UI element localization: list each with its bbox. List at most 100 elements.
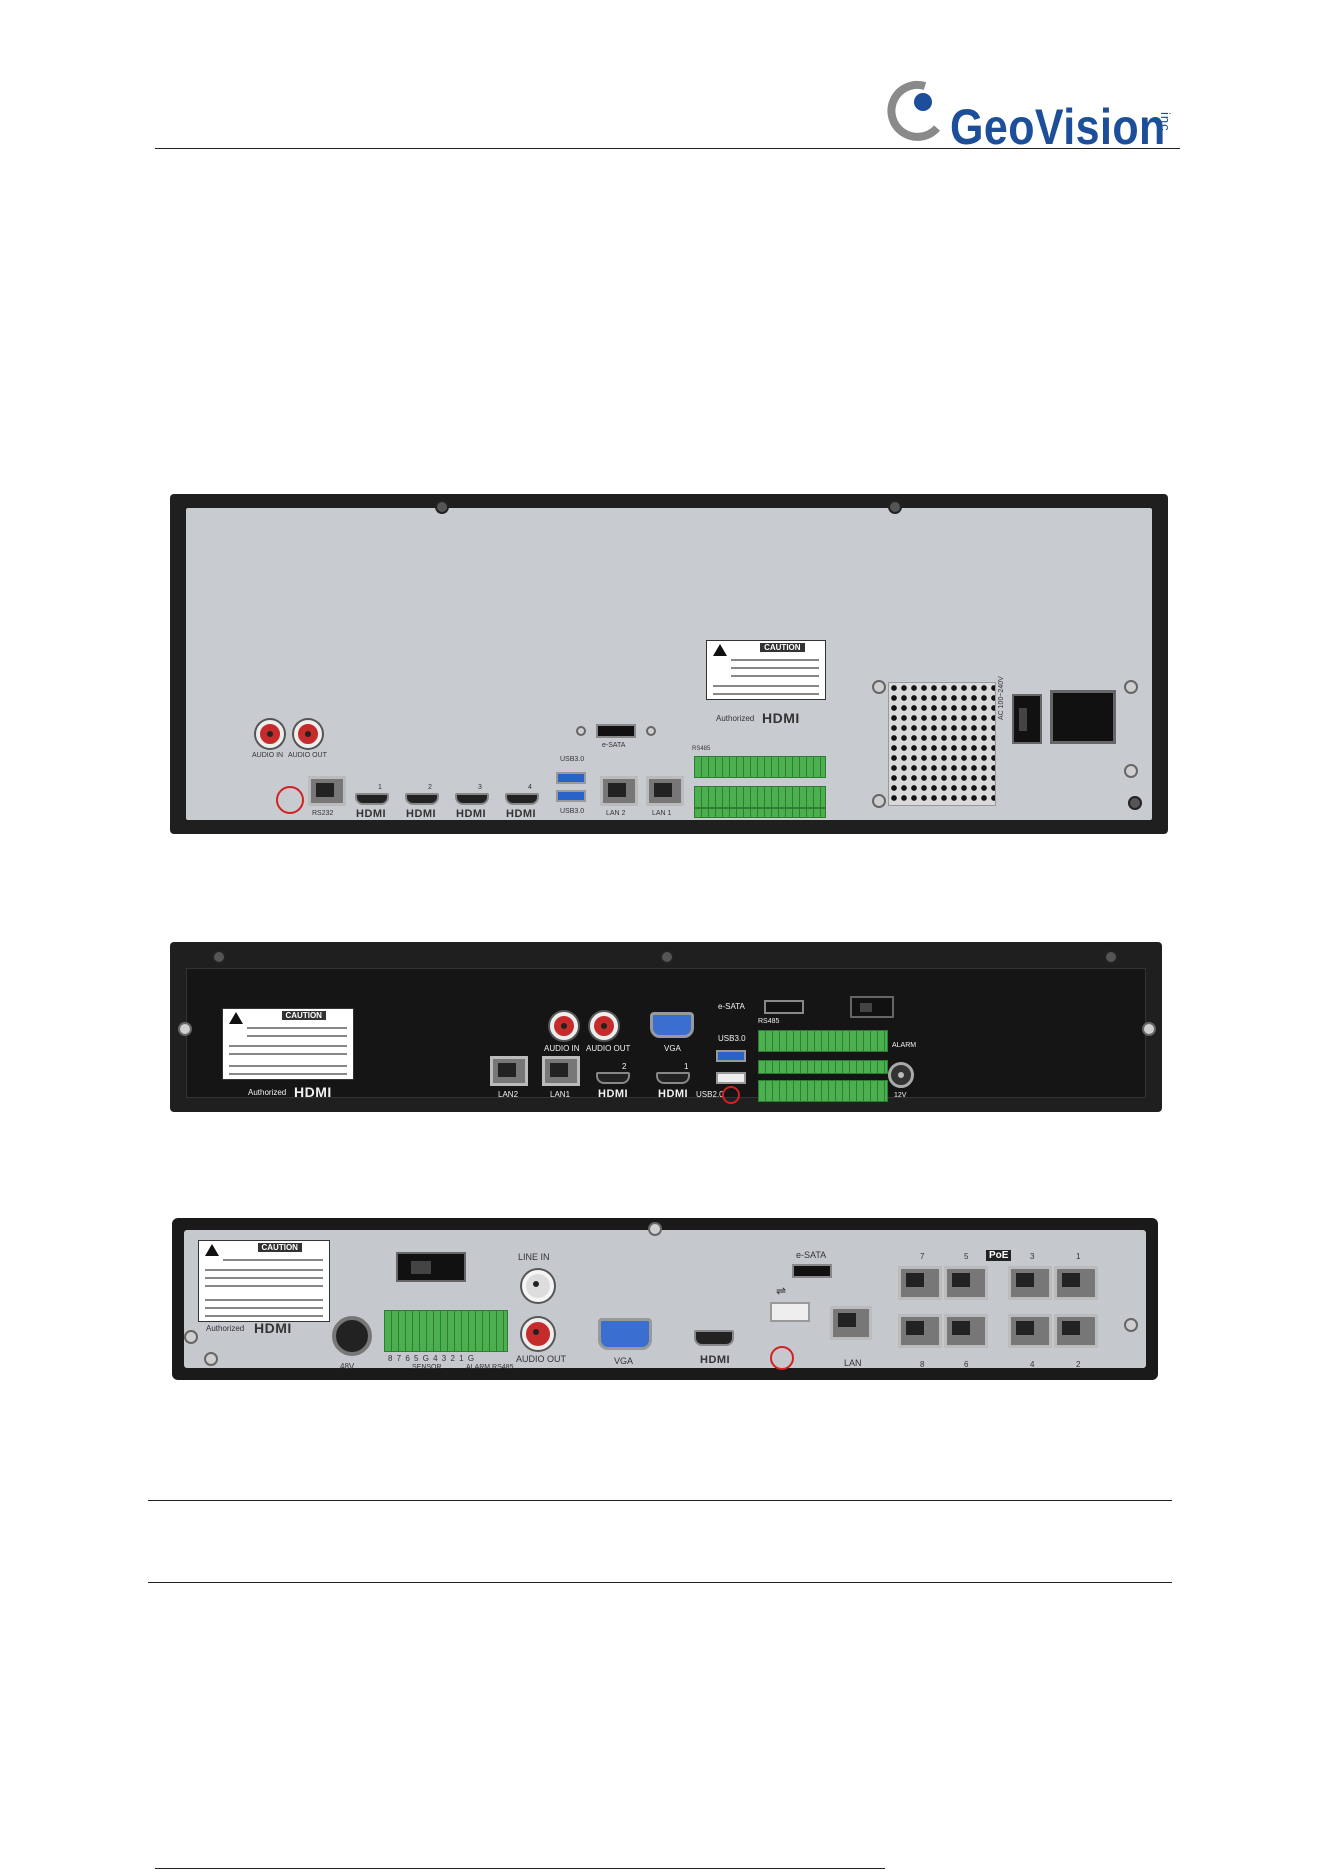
lan2-port[interactable] bbox=[490, 1056, 528, 1086]
poe-port-number: 7 bbox=[920, 1252, 925, 1261]
audio-out-label: AUDIO OUT bbox=[288, 752, 327, 759]
screw bbox=[872, 680, 886, 694]
screw bbox=[660, 950, 674, 964]
usb2-label: USB2.0 bbox=[696, 1090, 724, 1099]
caution-text-line bbox=[229, 1053, 347, 1055]
hdmi-label: HDMI bbox=[356, 808, 387, 820]
fan-vent bbox=[888, 682, 996, 806]
hdmi-port-4[interactable] bbox=[505, 793, 539, 805]
lan-port[interactable] bbox=[830, 1306, 872, 1340]
poe-port[interactable] bbox=[898, 1314, 942, 1348]
screw bbox=[1124, 764, 1138, 778]
screw bbox=[648, 1222, 662, 1236]
sensor-pins: 8 7 6 5 G 4 3 2 1 G bbox=[388, 1354, 476, 1363]
hdmi-port-number: 3 bbox=[478, 784, 482, 791]
terminal-block[interactable] bbox=[384, 1310, 508, 1352]
rs232-port[interactable] bbox=[308, 776, 346, 806]
audio-in-port[interactable] bbox=[550, 1012, 578, 1040]
esata-port[interactable] bbox=[764, 1000, 804, 1014]
vga-port[interactable] bbox=[650, 1012, 694, 1038]
usb3-port[interactable] bbox=[556, 772, 586, 784]
line-in-port[interactable] bbox=[522, 1270, 554, 1302]
lan2-port[interactable] bbox=[600, 776, 638, 806]
poe-port-number: 2 bbox=[1076, 1360, 1081, 1369]
screw bbox=[435, 500, 449, 514]
power-switch[interactable] bbox=[396, 1252, 466, 1282]
logo-suffix: inc bbox=[1158, 112, 1173, 132]
dc-power-jack[interactable] bbox=[888, 1062, 914, 1088]
rs485-label: RS485 bbox=[692, 746, 711, 752]
screw bbox=[576, 726, 586, 736]
hdmi-label: HDMI bbox=[598, 1088, 629, 1100]
caution-label: CAUTION bbox=[198, 1240, 330, 1322]
hdmi-port-3[interactable] bbox=[455, 793, 489, 805]
screw bbox=[1142, 1022, 1156, 1036]
hdmi-label: HDMI bbox=[406, 808, 437, 820]
poe-port[interactable] bbox=[1054, 1266, 1098, 1300]
poe-port-number: 1 bbox=[1076, 1252, 1081, 1261]
caution-title: CAUTION bbox=[760, 643, 805, 652]
terminal-block[interactable] bbox=[694, 808, 826, 818]
audio-out-port[interactable] bbox=[590, 1012, 618, 1040]
caution-text-line bbox=[713, 693, 819, 695]
screw bbox=[1124, 1318, 1138, 1332]
audio-out-label: AUDIO OUT bbox=[516, 1354, 567, 1364]
poe-port[interactable] bbox=[1008, 1314, 1052, 1348]
poe-port[interactable] bbox=[1054, 1314, 1098, 1348]
poe-port[interactable] bbox=[944, 1314, 988, 1348]
terminal-block[interactable] bbox=[758, 1080, 888, 1102]
audio-out-port[interactable] bbox=[522, 1318, 554, 1350]
power-inlet[interactable] bbox=[1050, 690, 1116, 744]
caution-text-line bbox=[731, 675, 819, 677]
hdmi-port-2[interactable] bbox=[405, 793, 439, 805]
audio-in-port[interactable] bbox=[256, 720, 284, 748]
line-in-label: LINE IN bbox=[518, 1252, 550, 1262]
terminal-block[interactable] bbox=[758, 1030, 888, 1052]
power-switch[interactable] bbox=[850, 996, 894, 1018]
poe-port-number: 3 bbox=[1030, 1252, 1035, 1261]
esata-port[interactable] bbox=[792, 1264, 832, 1278]
lan1-port[interactable] bbox=[646, 776, 684, 806]
lan-label: LAN bbox=[844, 1358, 862, 1368]
authorized-label: Authorized bbox=[716, 714, 755, 723]
lan2-label: LAN 2 bbox=[606, 810, 626, 817]
reset-button-highlight[interactable] bbox=[722, 1086, 740, 1104]
lan1-port[interactable] bbox=[542, 1056, 580, 1086]
device-large-plate bbox=[186, 508, 1152, 820]
screw bbox=[1124, 680, 1138, 694]
poe-port[interactable] bbox=[944, 1266, 988, 1300]
page-bottom-rule bbox=[155, 1868, 885, 1869]
dc-label: 48V bbox=[340, 1362, 355, 1371]
caution-text-line bbox=[247, 1027, 347, 1029]
esata-port[interactable] bbox=[596, 724, 636, 738]
caution-text-line bbox=[713, 685, 819, 687]
vga-port[interactable] bbox=[598, 1318, 652, 1350]
reset-button-highlight[interactable] bbox=[770, 1346, 794, 1370]
usb2-port[interactable] bbox=[716, 1072, 746, 1084]
caution-text-line bbox=[229, 1065, 347, 1067]
screw bbox=[184, 1330, 198, 1344]
dc-power-jack[interactable] bbox=[332, 1316, 372, 1356]
esata-label: e-SATA bbox=[796, 1250, 827, 1260]
audio-out-port[interactable] bbox=[294, 720, 322, 748]
geovision-logo-icon bbox=[887, 80, 941, 141]
hdmi-port-1[interactable] bbox=[656, 1072, 690, 1084]
usb3-port[interactable] bbox=[556, 790, 586, 802]
hdmi-label: HDMI bbox=[658, 1088, 689, 1100]
power-switch[interactable] bbox=[1012, 694, 1042, 744]
poe-port[interactable] bbox=[898, 1266, 942, 1300]
terminal-block[interactable] bbox=[758, 1060, 888, 1074]
hdmi-port-2[interactable] bbox=[596, 1072, 630, 1084]
terminal-block[interactable] bbox=[694, 756, 826, 778]
poe-port[interactable] bbox=[1008, 1266, 1052, 1300]
terminal-block[interactable] bbox=[694, 786, 826, 808]
usb3-port[interactable] bbox=[716, 1050, 746, 1062]
hdmi-port[interactable] bbox=[694, 1330, 734, 1346]
warning-icon bbox=[229, 1012, 243, 1024]
usb2-port[interactable] bbox=[770, 1302, 810, 1322]
poe-port-number: 5 bbox=[964, 1252, 969, 1261]
hdmi-port-1[interactable] bbox=[355, 793, 389, 805]
alarm-label: ALARM bbox=[892, 1042, 917, 1049]
reset-button-highlight[interactable] bbox=[276, 786, 304, 814]
caution-title: CAUTION bbox=[257, 1243, 302, 1252]
